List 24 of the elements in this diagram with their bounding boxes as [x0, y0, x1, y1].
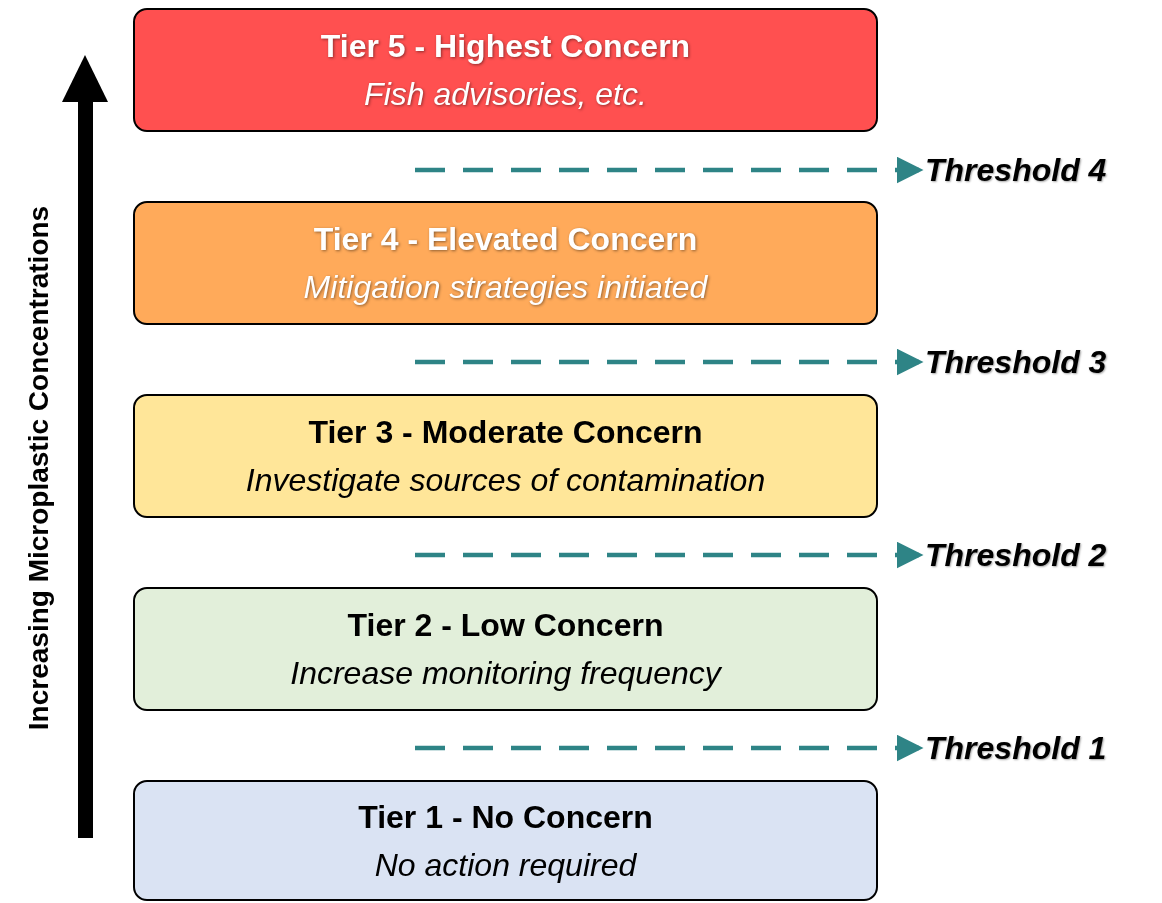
- tier-title: Tier 1 - No Concern: [358, 797, 653, 837]
- tier-box: [133, 780, 878, 901]
- threshold-label: Threshold 3: [925, 340, 1140, 384]
- tier-description: Investigate sources of contamination: [245, 461, 766, 500]
- tier-title: Tier 2 - Low Concern: [347, 606, 664, 645]
- dashed-arrow: [415, 348, 924, 376]
- tier-title: Tier 5 - Highest Concern: [320, 27, 691, 66]
- axis-label: Increasing Microplastic Concentrations: [22, 205, 55, 731]
- tier-box: [133, 201, 878, 325]
- tier-box: [133, 8, 878, 132]
- threshold-label: Threshold 4: [925, 148, 1140, 192]
- tier-description: Mitigation strategies initiated: [303, 268, 708, 307]
- threshold-label: Threshold 1: [925, 726, 1140, 770]
- tier-title: Tier 3 - Moderate Concern: [308, 413, 703, 452]
- tier-description: No action required: [374, 845, 637, 885]
- tier-box: [133, 587, 878, 711]
- dashed-arrow: [415, 541, 924, 569]
- tier-description: Fish advisories, etc.: [364, 75, 647, 114]
- tier-box: [133, 394, 878, 518]
- tier-description: Increase monitoring frequency: [290, 654, 721, 693]
- threshold-label: Threshold 2: [925, 533, 1140, 577]
- dashed-arrow: [415, 734, 924, 762]
- tier-title: Tier 4 - Elevated Concern: [313, 220, 698, 259]
- dashed-arrow: [415, 156, 924, 184]
